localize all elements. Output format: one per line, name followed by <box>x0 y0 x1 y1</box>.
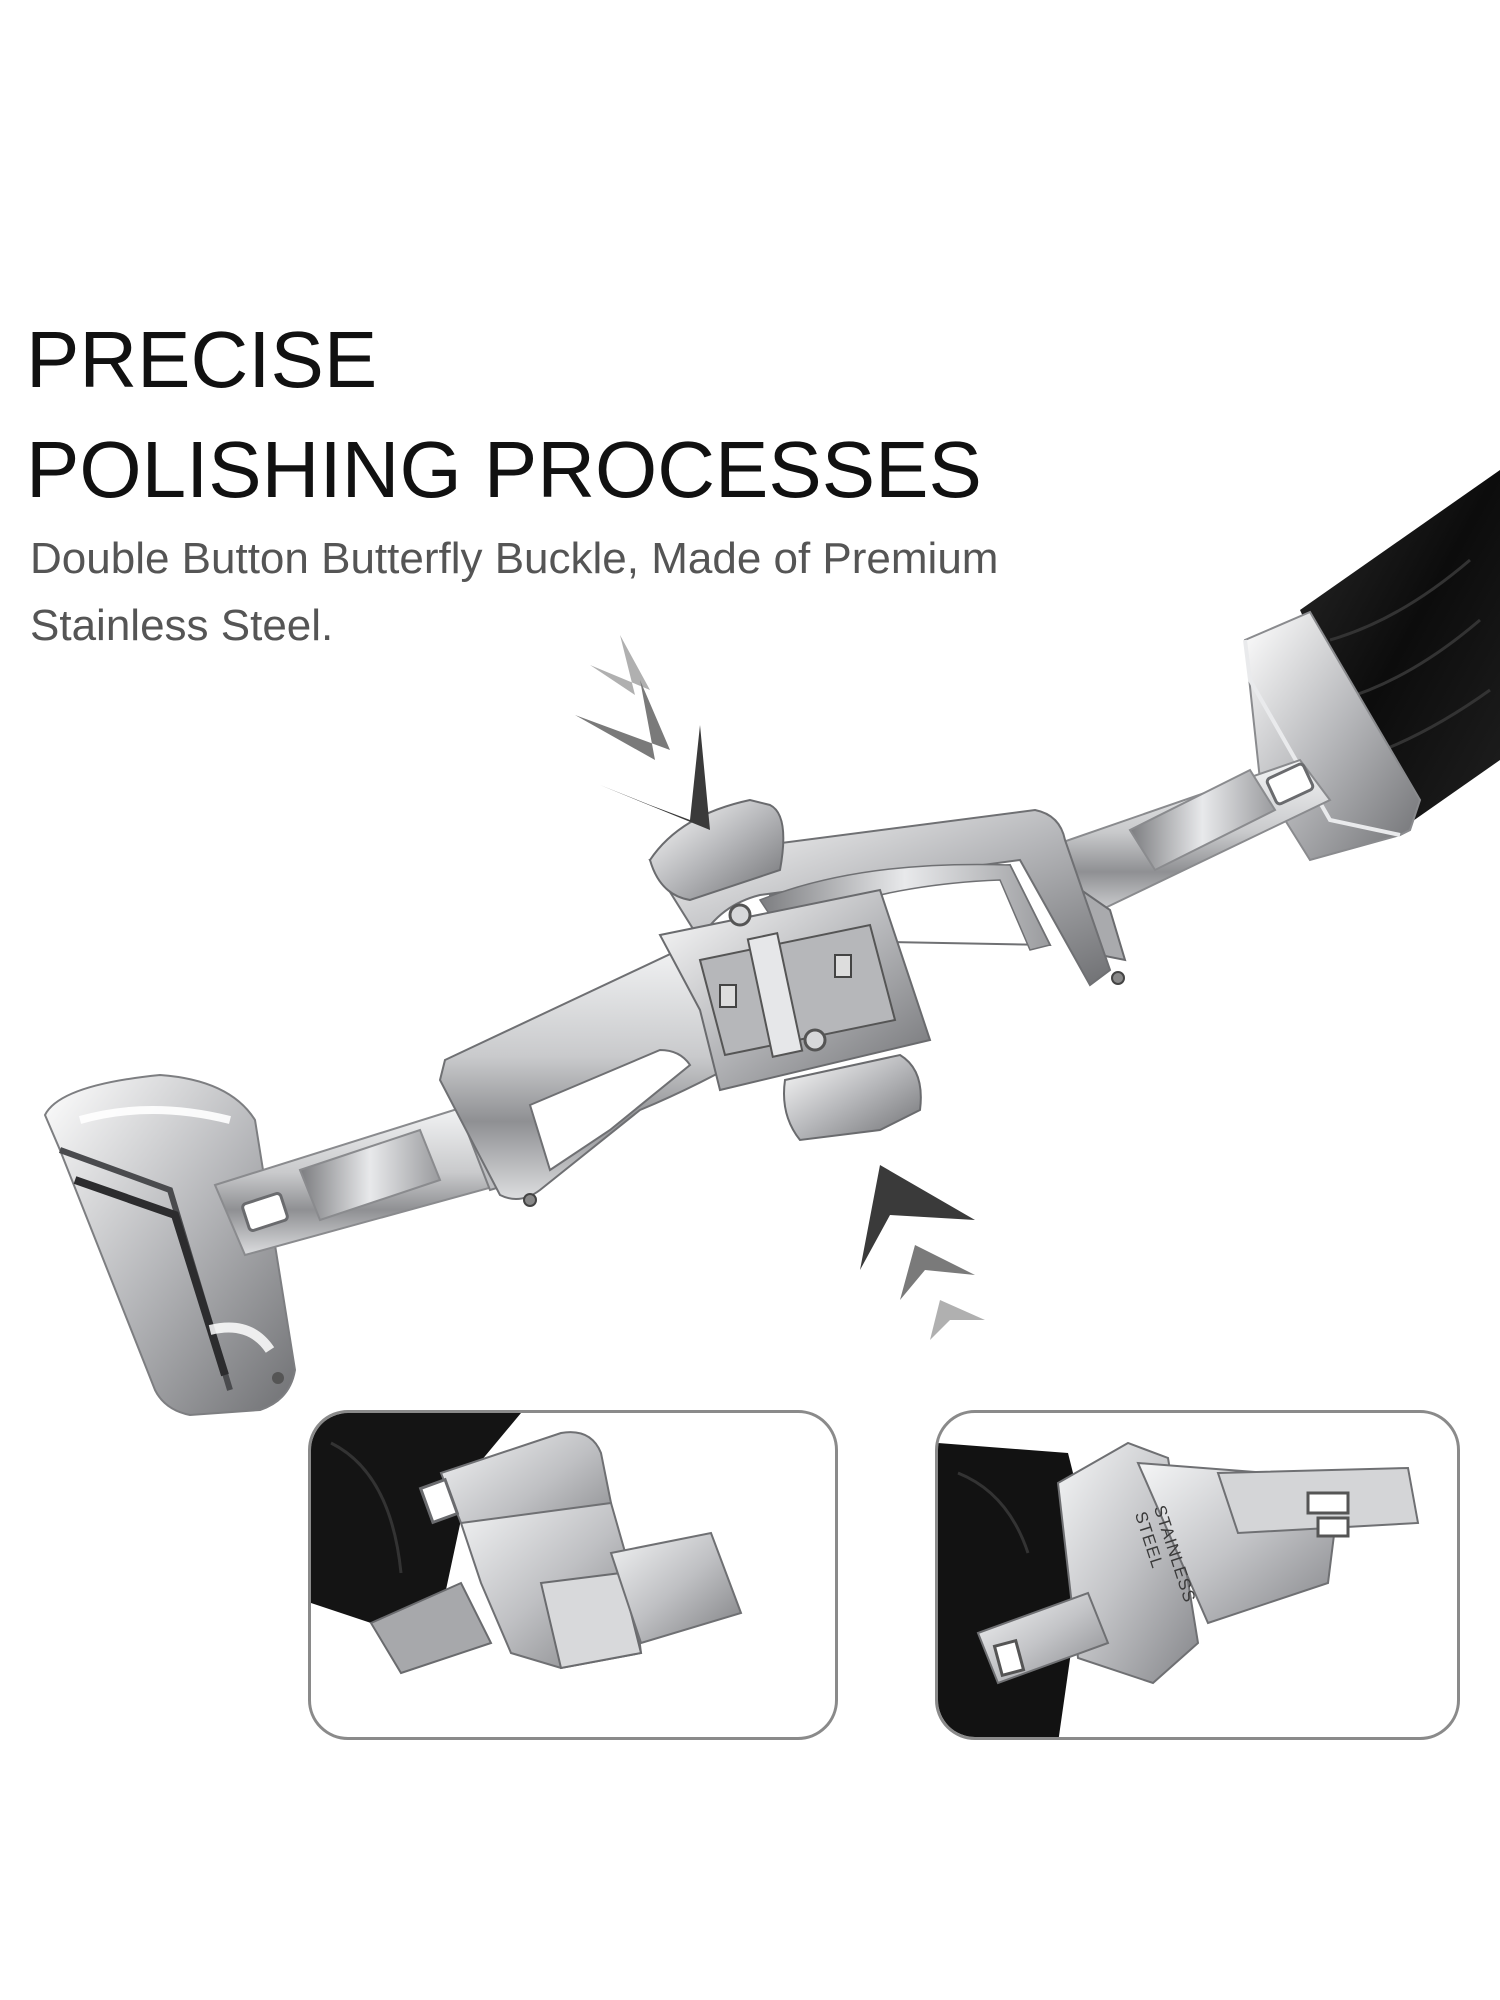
chevron-down-right-icon <box>590 635 650 695</box>
headline-line-1: PRECISE <box>26 315 378 404</box>
headline: PRECISE POLISHING PROCESSES <box>26 305 982 525</box>
left-end-clasp <box>43 1073 297 1417</box>
chevron-up-left-icon <box>860 1165 975 1270</box>
subtitle: Double Button Butterfly Buckle, Made of … <box>30 525 1230 659</box>
chevron-up-left-icon <box>930 1300 985 1340</box>
chevron-down-right-icon <box>575 680 670 760</box>
engraving-closeup-image <box>938 1441 1420 1737</box>
subtitle-line-1: Double Button Butterfly Buckle, Made of … <box>30 534 999 583</box>
clasp-closeup-image <box>311 1413 743 1675</box>
detail-panel-engraving-closeup: STAINLESS STEEL <box>935 1410 1460 1740</box>
chevron-up-left-icon <box>900 1245 975 1300</box>
chevron-down-right-icon <box>600 725 710 830</box>
butterfly-buckle-body <box>438 798 1125 1207</box>
subtitle-line-2: Stainless Steel. <box>30 601 334 650</box>
detail-panel-clasp-closeup <box>308 1410 838 1740</box>
press-arrows-top <box>575 635 710 830</box>
headline-line-2: POLISHING PROCESSES <box>26 425 982 514</box>
press-arrows-bottom <box>860 1165 985 1340</box>
